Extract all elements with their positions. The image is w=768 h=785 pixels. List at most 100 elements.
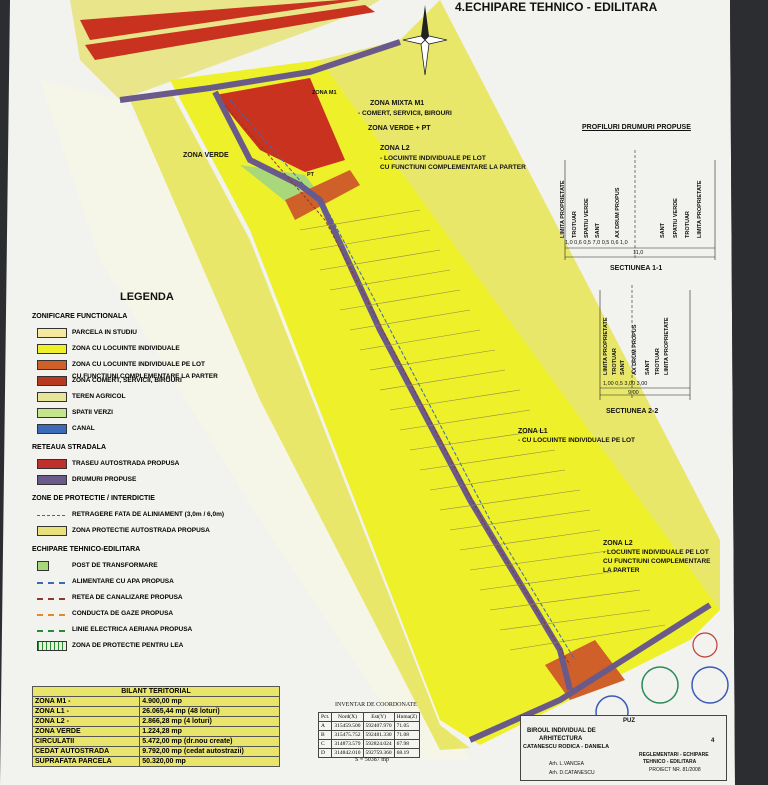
section-label: LIMITA PROPRIETATE <box>560 180 566 238</box>
column-header: Hnma(Z) <box>393 712 421 722</box>
table-cell: 315459.500 <box>331 721 364 731</box>
section-2-total: 9,00 <box>628 390 639 396</box>
coord-total: S = 50387 mp <box>355 757 389 763</box>
section-2-drawing <box>599 285 691 400</box>
cartouche-doc-title: REGLEMENTARI - ECHIPARE <box>639 752 709 758</box>
table-cell: 315475.752 <box>331 730 364 740</box>
legend-item: TRASEU AUTOSTRADA PROPUSA <box>72 460 180 467</box>
legend-item: LINIE ELECTRICA AERIANA PROPUSA <box>72 626 193 633</box>
label-zona-l2b-desc1: - LOCUINTE INDIVIDUALE PE LOT <box>603 549 709 556</box>
legend-item: CANAL <box>72 425 95 432</box>
legend-item: CU FUNCTIUNI COMPLEMENTARE LA PARTER <box>72 373 218 380</box>
column-header: Nord(X) <box>331 712 364 722</box>
legend-swatch <box>37 641 67 651</box>
highway-red-1 <box>80 0 360 40</box>
cartouche-proiectat: Arh. D.CATANESCU <box>549 770 595 776</box>
legend-swatch <box>37 344 67 354</box>
section-label: SANT <box>660 223 666 238</box>
legend-swatch <box>37 360 67 370</box>
legend-item: ZONA PROTECTIE AUTOSTRADA PROPUSA <box>72 527 210 534</box>
table-cell: 592824.024 <box>362 739 395 749</box>
legend-swatch <box>37 475 67 485</box>
cartouche-plansa: 4 <box>711 738 715 744</box>
legend-swatch <box>37 392 67 402</box>
coord-title: INVENTAR DE COORDONATE <box>335 702 417 708</box>
highway-red-2 <box>85 5 375 60</box>
agri-left-yellow <box>130 90 470 750</box>
table-cell: CIRCULATII <box>31 736 141 747</box>
section-label: AX DRUM PROPUS <box>615 187 621 238</box>
zone-m1 <box>215 78 345 172</box>
legend-swatch <box>37 515 65 516</box>
table-cell: 592407.970 <box>362 721 395 731</box>
column-header: Est(Y) <box>362 712 395 722</box>
label-zona-l2b-desc3: LA PARTER <box>603 567 640 574</box>
label-zona-verde-pt: ZONA VERDE + PT <box>368 125 431 132</box>
water-network <box>229 99 576 661</box>
section-label: LIMITA PROPRIETATE <box>697 180 703 238</box>
cartouche-puz: PUZ <box>623 718 635 724</box>
label-zona-l2-desc2: CU FUNCTIUNI COMPLEMENTARE LA PARTER <box>380 164 526 171</box>
lot-grid <box>299 209 666 651</box>
legend-item: ZONA CU LOCUINTE INDIVIDUALE <box>72 345 180 352</box>
legend-item: TEREN AGRICOL <box>72 393 126 400</box>
legend-swatch <box>37 328 67 338</box>
table-cell: ZONA M1 - <box>31 696 141 707</box>
table-cell: 314873.579 <box>331 739 364 749</box>
legend-swatch <box>37 376 67 386</box>
table-cell: 2.866,28 mp (4 loturi) <box>139 716 280 727</box>
cartouche-sef: Arh. L.VANCEA <box>549 761 584 767</box>
section-label: LIMITA PROPRIETATE <box>603 317 609 375</box>
legend-item: ZONA COMERT, SERVICII, BIROURI <box>72 377 182 384</box>
section-2-dims: 1,00 0,5 3,00 3,00 <box>603 381 648 387</box>
legend-item: ZONA CU LOCUINTE INDIVIDUALE PE LOT <box>72 361 206 368</box>
table-cell: A <box>317 721 333 731</box>
page-title: 4.ECHIPARE TEHNICO - EDILITARA <box>455 0 658 14</box>
label-zona-l2-desc1: - LOCUINTE INDIVIDUALE PE LOT <box>380 155 486 162</box>
table-cell: B <box>317 730 333 740</box>
section-label: SANT <box>595 223 601 238</box>
section-label: LIMITA PROPRIETATE <box>664 317 670 375</box>
legend-item: DRUMURI PROPUSE <box>72 476 137 483</box>
table-cell: 50.320,00 mp <box>139 756 280 767</box>
access-road <box>119 39 401 103</box>
section-label: TROTUAR <box>612 348 618 375</box>
cartouche-doc-title2: TEHNICO - EDILITARA <box>643 759 697 765</box>
table-row: ZONA L1 -26.065,44 mp (48 loturi) <box>31 706 280 717</box>
cartouche-office2: ARHITECTURA <box>539 736 583 742</box>
table-cell: 592481.330 <box>362 730 395 740</box>
section-label: TROTUAR <box>572 211 578 238</box>
legend-swatch <box>37 582 65 584</box>
section-label: SANT <box>645 360 651 375</box>
legend-item: POST DE TRANSFORMARE <box>72 562 158 569</box>
label-zona-mixta-desc: - COMERT, SERVICII, BIROURI <box>358 110 452 117</box>
table-cell: 9.792,00 mp (cedat autostrazii) <box>139 746 280 757</box>
stamp-3 <box>691 666 729 704</box>
legend-swatch <box>37 630 65 632</box>
label-zona-l2b-desc2: CU FUNCTIUNI COMPLEMENTARE <box>603 558 711 565</box>
legend-item: PARCELA IN STUDIU <box>72 329 137 336</box>
desk-right <box>730 0 768 785</box>
agri-right-yellow <box>320 0 720 610</box>
section-1-dims: 1,0 0,6 0,5 7,0 0,5 0,6 1,0 <box>565 240 628 246</box>
label-zona-verde: ZONA VERDE <box>183 152 229 159</box>
table-cell: 67.98 <box>393 739 421 749</box>
legend-item: RETEAUA STRADALA <box>32 444 107 451</box>
section-1-total: 11,0 <box>633 250 644 256</box>
table-cell: 68.19 <box>393 748 421 758</box>
zone-strip <box>170 60 720 745</box>
legend-item: RETRAGERE FATA DE ALINIAMENT (3,0m / 6,0… <box>72 511 225 518</box>
stamp-4 <box>692 632 718 658</box>
table-cell: SUPRAFATA PARCELA <box>31 756 141 767</box>
table-cell: D <box>317 748 333 758</box>
table-row: ZONA M1 -4.900,00 mp <box>31 696 280 707</box>
section-label: SANT <box>620 360 626 375</box>
cartouche-project: PROIECT NR. 81/2008 <box>649 767 701 773</box>
stamp-2 <box>641 666 679 704</box>
